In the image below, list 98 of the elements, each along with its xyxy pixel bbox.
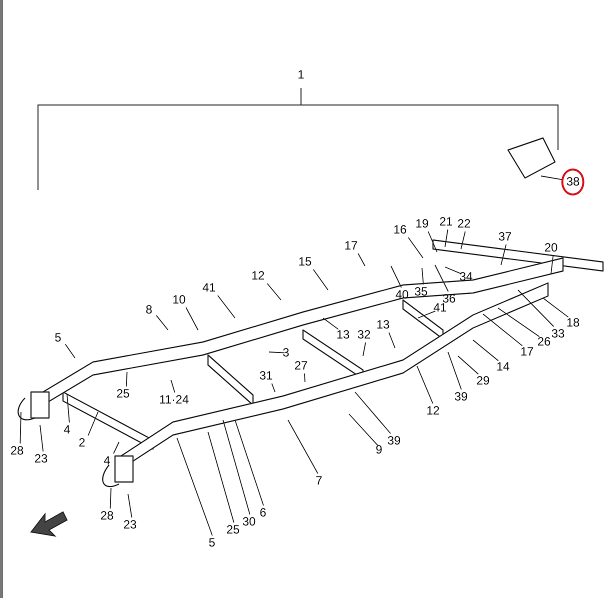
leader-line (66, 394, 70, 423)
callout-number: 23 (34, 452, 48, 466)
callout-number: 31 (259, 370, 273, 382)
callout-number: 23 (123, 518, 137, 532)
callout-number: 5 (54, 332, 62, 344)
leader-line (500, 244, 507, 266)
callout-number: 41 (433, 302, 447, 314)
leader-line (418, 310, 436, 318)
callout-number: 4 (104, 454, 110, 468)
callout-number: 9 (376, 444, 382, 456)
callout-number: 32 (357, 328, 371, 342)
leader-line (110, 488, 112, 509)
callout-number: 35 (414, 286, 428, 298)
callout-number: 30 (242, 516, 256, 528)
callout-number: 19 (415, 218, 429, 230)
leader-line (518, 290, 554, 327)
leader-line (540, 176, 564, 180)
leader-line (358, 253, 366, 266)
callout-number: 22 (457, 218, 471, 230)
leader-line (434, 264, 449, 292)
callout-number: 28 (10, 444, 24, 458)
leader-line (186, 307, 198, 330)
leader-line (444, 229, 448, 248)
leader-line (390, 266, 402, 288)
leader-line (482, 314, 523, 346)
callout-number: 41 (202, 282, 216, 294)
leader-line (354, 392, 392, 434)
leader-line (348, 414, 378, 446)
callout-number: 14 (496, 360, 510, 374)
leader-line (448, 352, 462, 390)
callout-number: 2 (78, 436, 86, 450)
assembly-number: 1 (298, 68, 304, 82)
callout-number: 25 (226, 524, 240, 536)
callout-number: 28 (100, 510, 114, 522)
leader-line (113, 442, 120, 454)
callout-number: 20 (544, 242, 558, 254)
leader-line (472, 340, 499, 362)
callout-number: 15 (298, 256, 312, 268)
callout-number: 37 (498, 230, 512, 244)
leader-line (156, 314, 168, 330)
callout-number: 4 (64, 424, 70, 436)
callout-number: 40 (395, 288, 409, 302)
callout-number: 11·24 (159, 394, 189, 406)
callout-number: 17 (344, 240, 358, 252)
leader-line (550, 255, 554, 274)
callout-number: 16 (393, 224, 407, 236)
leader-line (422, 268, 424, 285)
leader-line (20, 412, 22, 444)
leader-line (268, 352, 286, 354)
leader-line (416, 366, 434, 404)
callout-number: 39 (454, 390, 468, 404)
callout-number: 7 (316, 474, 322, 488)
leader-line (388, 332, 396, 348)
leader-line (222, 420, 250, 515)
callout-number: 5 (208, 536, 216, 550)
leader-line (128, 494, 132, 518)
leader-line (312, 269, 328, 290)
callout-number: 13 (336, 328, 350, 342)
leader-line (40, 424, 44, 452)
leader-line (271, 383, 276, 392)
callout-number: 3 (282, 346, 290, 360)
leader-line (362, 342, 366, 356)
callout-number: 6 (260, 506, 266, 520)
callout-number: 39 (387, 434, 401, 448)
leader-line (234, 420, 264, 506)
leader-line (444, 266, 462, 274)
callout-number: 25 (116, 388, 130, 400)
callout-number: 13 (376, 318, 390, 332)
leader-line (170, 380, 176, 393)
leader-line (428, 231, 438, 252)
leader-line (542, 298, 569, 318)
leader-line (458, 356, 479, 375)
leader-line (126, 372, 128, 387)
callout-number: 8 (146, 304, 152, 316)
callout-number: 38 (561, 168, 585, 196)
leader-line (176, 438, 213, 536)
callout-number: 34 (459, 270, 473, 284)
callout-number: 12 (426, 404, 440, 418)
leader-line (88, 412, 98, 436)
leader-line (322, 318, 339, 330)
callout-number: 12 (251, 270, 265, 282)
callout-number: 21 (439, 216, 453, 228)
callout-number: 29 (476, 374, 490, 388)
callout-number: 26 (537, 336, 551, 348)
leader-line (217, 295, 236, 318)
leader-line (460, 231, 466, 250)
callout-number: 33 (551, 328, 565, 340)
callout-number: 17 (520, 346, 534, 358)
leader-line (498, 308, 540, 338)
leader-line (208, 432, 234, 523)
leader-line (304, 373, 306, 382)
callout-number: 27 (294, 360, 308, 372)
callout-number: 10 (172, 294, 186, 306)
callout-number: 18 (566, 316, 580, 330)
leader-line (64, 344, 76, 358)
leader-line (288, 420, 318, 474)
leader-line (408, 237, 424, 258)
leader-line (266, 283, 282, 300)
